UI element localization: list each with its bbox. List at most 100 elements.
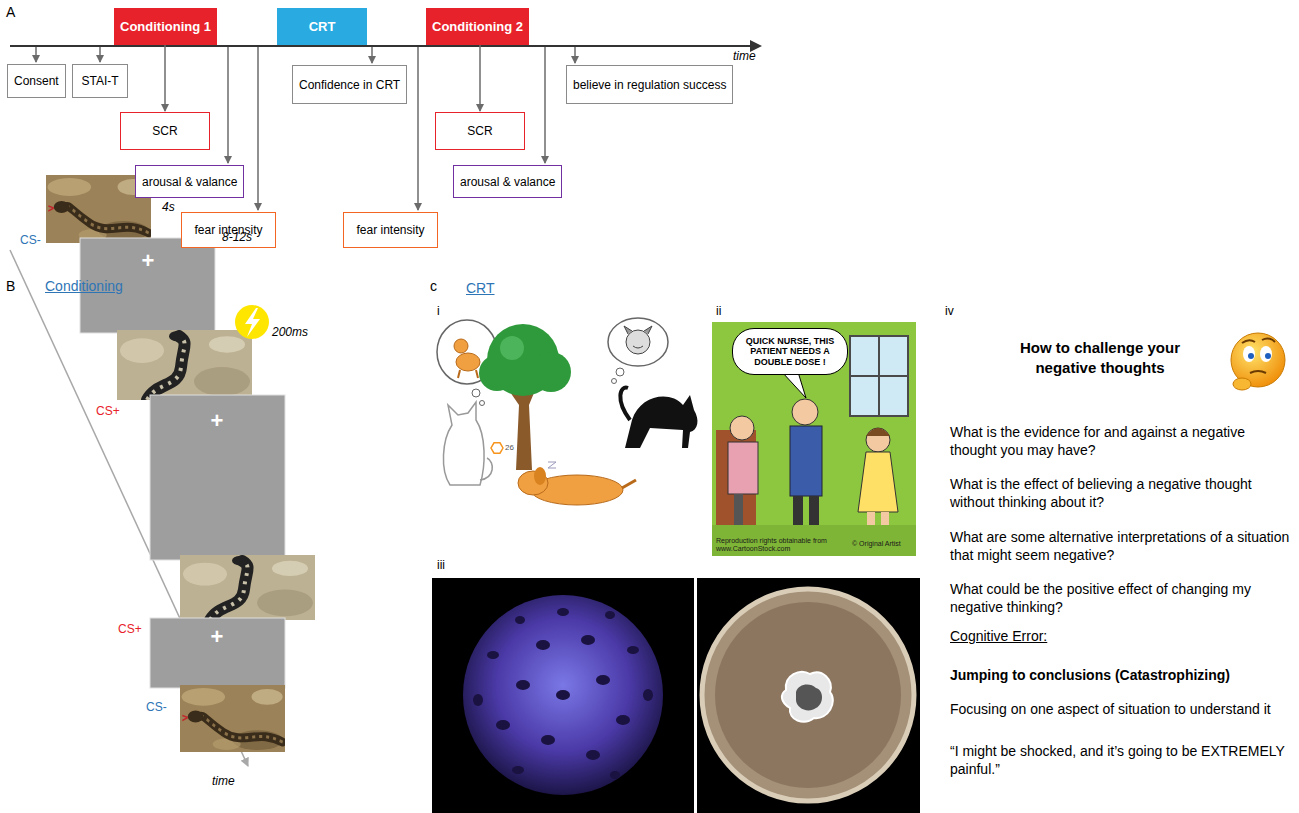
node-text: CRT <box>309 19 336 34</box>
cartoon-cats-dog-part <box>626 330 650 354</box>
measure-box: arousal & valance <box>453 165 562 198</box>
watermark: © Original Artist <box>852 540 901 548</box>
duration-label: 200ms <box>272 325 308 339</box>
cartoon-cats-dog-part <box>456 353 480 371</box>
stimulus-label: CS- <box>146 700 167 714</box>
shock-icon <box>235 305 269 339</box>
cartoon-cats-dog-part <box>608 318 668 366</box>
cartoon-cats-dog-part <box>616 368 624 376</box>
petri-dish-image-part <box>697 578 920 813</box>
subpanel-label: i <box>437 304 440 318</box>
thinking-emoji-part <box>1243 346 1255 362</box>
phase-box: CRT <box>277 8 367 45</box>
panel-title: Conditioning <box>45 278 123 295</box>
connector-arrow <box>479 45 481 111</box>
fixation-cross: + <box>207 410 227 432</box>
cartoon-cats-dog-part <box>534 467 546 485</box>
timeline-arrows-part <box>371 47 373 63</box>
timeline-arrows-part <box>35 47 37 62</box>
cartoon-cats-dog-part <box>531 352 571 392</box>
art-part-part <box>496 720 510 730</box>
conditioning-trials-part <box>150 618 285 688</box>
cartoon-cats-dog-part <box>491 443 503 453</box>
art-part-part <box>616 715 630 725</box>
measure-box: arousal & valance <box>135 165 244 198</box>
panel-letter: B <box>6 278 15 295</box>
node-text: Conditioning 1 <box>120 19 211 34</box>
art-part-part <box>610 771 620 779</box>
petri-dish-image-part <box>715 602 901 788</box>
art-part-part <box>536 640 550 650</box>
subpanel-label: iii <box>437 558 445 572</box>
node-text: Confidence in CRT <box>299 78 400 92</box>
timeline-arrows-part <box>99 47 101 62</box>
cartoon-cats-dog-part <box>458 370 478 378</box>
petri-dish-image-part <box>782 672 833 722</box>
petri-dish-image-part <box>702 589 914 801</box>
art-part-part <box>581 635 595 645</box>
timeline-arrows-part <box>417 47 419 210</box>
card-text: What are some alternative interpretation… <box>950 528 1295 564</box>
panel-letter: c <box>430 278 437 295</box>
stimulus-label: CS- <box>20 233 41 247</box>
art-part-part <box>512 766 524 774</box>
axis-label: time <box>733 49 756 63</box>
step-box: STAI-T <box>72 64 128 98</box>
panel-title: CRT <box>466 280 495 297</box>
subpanel-label: iv <box>945 304 954 318</box>
small-number: 26 <box>505 443 514 453</box>
cartoon-doctor-scene-part <box>712 525 916 556</box>
virus-image <box>432 578 694 813</box>
cartoon-doctor-scene-part <box>867 512 875 525</box>
cartoon-cats-dog-part <box>500 336 524 360</box>
art-part-part <box>586 750 600 760</box>
petri-dish-image <box>697 578 920 813</box>
art-part-part <box>643 689 653 701</box>
subpanel-label: ii <box>716 304 721 318</box>
timeline-arrows-part <box>544 47 546 163</box>
phase-box: Conditioning 1 <box>114 8 217 45</box>
cartoon-doctor-scene-part <box>866 428 890 436</box>
cartoon-doctor-scene-part <box>730 416 754 440</box>
art-part-part <box>515 616 525 624</box>
node-text: Consent <box>14 74 59 88</box>
cartoon-doctor-scene-part <box>712 322 916 556</box>
duration-label: 8-12s <box>222 230 252 244</box>
card-text: What could be the positive effect of cha… <box>950 580 1295 616</box>
cartoon-cats-dog-part <box>624 326 652 334</box>
cartoon-doctor-scene-part <box>858 452 898 512</box>
cartoon-doctor-scene-part <box>850 336 908 416</box>
card-text: What is the evidence for and against a n… <box>950 423 1295 459</box>
measure-box: believe in regulation success <box>566 65 733 104</box>
thinking-emoji-part <box>1250 371 1266 373</box>
watermark: Reproduction rights obtainable from www.… <box>716 537 846 554</box>
art-part-part <box>596 675 610 685</box>
cartoon-doctor-scene-part <box>790 426 822 496</box>
art-part-part <box>556 690 570 700</box>
petri-dish-image-part <box>796 685 822 711</box>
node-text: QUICK NURSE, THIS PATIENT NEEDS A DOUBLE… <box>743 336 837 367</box>
timeline-part <box>10 45 752 47</box>
cartoon-doctor-scene-part <box>881 512 889 525</box>
node-text: Conditioning 2 <box>432 19 523 34</box>
cartoon-cats-dog-part <box>620 388 630 420</box>
conditioning-trials-part <box>150 395 285 560</box>
cartoon-doctor-scene-part <box>850 375 908 377</box>
conditioning-trials <box>46 175 315 752</box>
measure-box: fear intensity <box>343 212 438 248</box>
measure-box: SCR <box>120 112 210 150</box>
cartoon-cats-dog-part <box>454 339 468 353</box>
art-part-part <box>627 646 639 654</box>
cartoon-doctor-scene-part <box>782 372 806 398</box>
thinking-emoji-part <box>1242 338 1275 343</box>
conditioning-trials-part <box>180 555 315 620</box>
node-text: arousal & valance <box>460 175 555 189</box>
node-text: STAI-T <box>81 74 118 88</box>
thinking-emoji-part <box>1260 346 1272 362</box>
art-part <box>473 608 653 779</box>
step-box: Consent <box>7 64 66 98</box>
fixation-cross: + <box>207 626 227 648</box>
cartoon-cats-dog-part <box>479 355 515 391</box>
timeline-arrows-part <box>257 47 259 210</box>
